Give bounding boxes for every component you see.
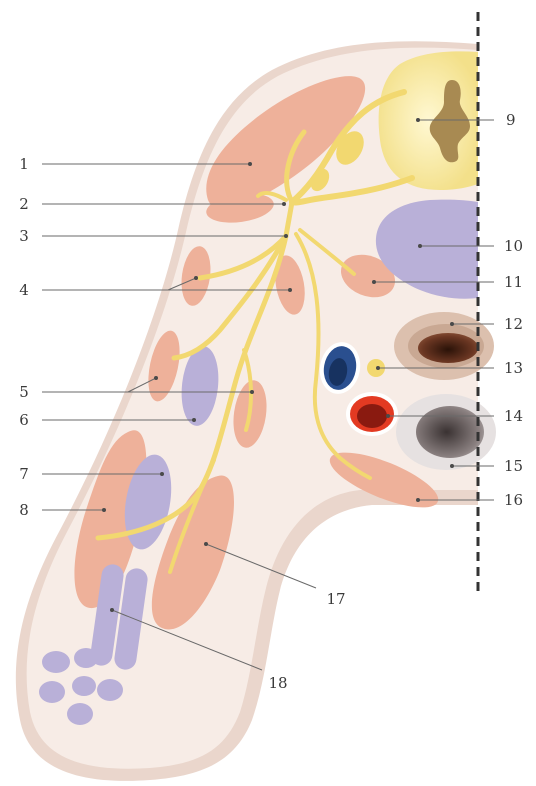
muscle-2 — [206, 193, 274, 223]
vessel-small-3 — [39, 681, 65, 703]
vessel-18a — [90, 564, 124, 666]
label-2: 2 — [19, 195, 29, 213]
organ-10 — [375, 199, 478, 299]
label-6: 6 — [19, 411, 29, 429]
muscle-4b — [275, 255, 305, 315]
vessel-6 — [181, 346, 219, 426]
muscle-5 — [148, 330, 180, 402]
muscle-17 — [151, 475, 234, 630]
label-3: 3 — [19, 227, 29, 245]
vertebra-core — [429, 80, 470, 163]
vessel-small-4 — [72, 676, 96, 696]
muscle-8 — [74, 430, 147, 609]
label-18: 18 — [268, 674, 287, 692]
artery-inner — [357, 404, 387, 428]
vessel-small-6 — [67, 703, 93, 725]
label-4: 4 — [19, 281, 29, 299]
label-7: 7 — [19, 465, 29, 483]
vessel-small-5 — [97, 679, 123, 701]
label-16: 16 — [504, 491, 523, 509]
label-8: 8 — [19, 501, 29, 519]
organ-12-lumen — [418, 333, 478, 363]
muscle-16 — [329, 452, 439, 508]
label-11: 11 — [504, 273, 523, 291]
muscle-11 — [340, 254, 396, 298]
label-14: 14 — [504, 407, 523, 425]
label-13: 13 — [504, 359, 523, 377]
label-10: 10 — [504, 237, 523, 255]
vessel-small-2 — [74, 648, 98, 668]
label-15: 15 — [504, 457, 523, 475]
label-1: 1 — [19, 155, 29, 173]
vessel-18b — [114, 568, 148, 670]
vessel-small-1 — [42, 651, 70, 673]
label-9: 9 — [506, 111, 516, 129]
organ-15-inner — [416, 406, 484, 458]
label-12: 12 — [504, 315, 523, 333]
leader-lines — [42, 118, 494, 671]
vein-dark — [328, 358, 348, 386]
nerve-plexus — [95, 89, 415, 574]
label-5: 5 — [19, 383, 29, 401]
muscle-1 — [206, 76, 366, 209]
vessel-7 — [124, 454, 172, 550]
label-17: 17 — [326, 590, 345, 608]
